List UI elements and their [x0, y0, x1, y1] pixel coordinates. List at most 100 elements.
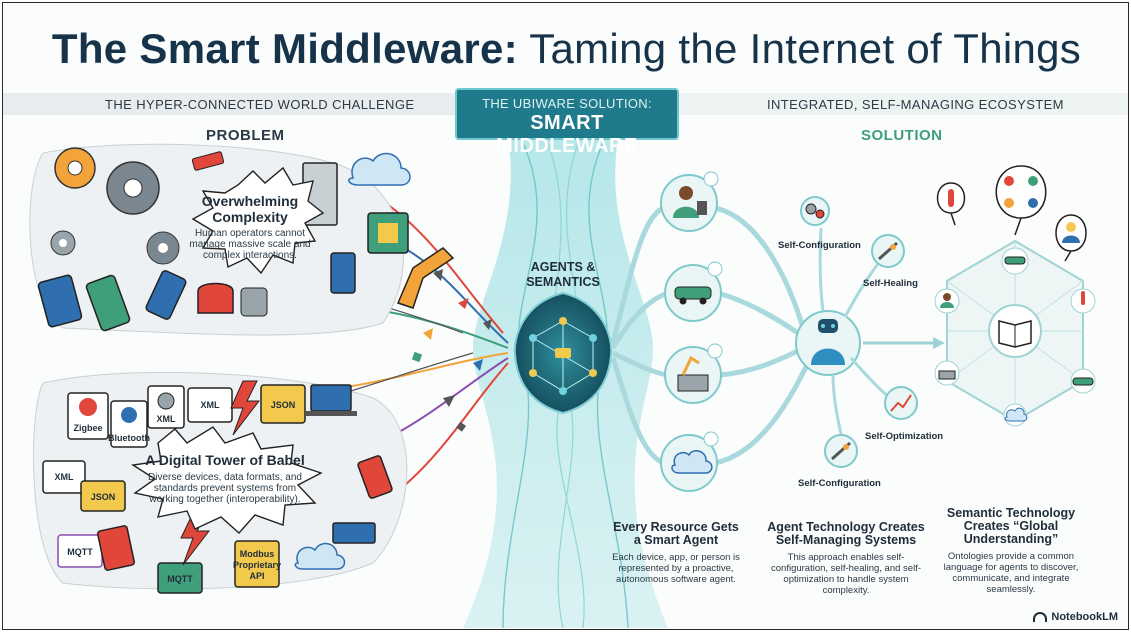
agent-connections [610, 205, 933, 466]
tag-modbus-3: API [249, 571, 264, 581]
label-self-healing: Self-Healing [863, 278, 918, 289]
brand-name: NotebookLM [1051, 611, 1118, 623]
band-label-challenge: THE HYPER-CONNECTED WORLD CHALLENGE [105, 97, 415, 112]
title-bold: The Smart Middleware: [51, 25, 518, 72]
band-left [3, 93, 455, 115]
tag-json-2: JSON [91, 492, 116, 502]
tag-xml-3: XML [55, 472, 75, 482]
column-heading: Every Resource Gets a Smart Agent [613, 520, 739, 547]
json-doc-icon [80, 480, 126, 512]
page-title: The Smart Middleware: Taming the Interne… [3, 25, 1128, 73]
xml-doc-icon [42, 460, 86, 494]
robot-arm-icon [396, 247, 455, 309]
column-body: Ontologies provide a common language for… [943, 551, 1079, 595]
notebooklm-brand: NotebookLM [1033, 611, 1118, 623]
speech-bubbles [936, 165, 1087, 262]
tag-mqtt-1: MQTT [67, 547, 93, 557]
chart-up-icon [884, 386, 918, 420]
complexity-title-2: Complexity [212, 209, 288, 225]
database-icon [240, 287, 268, 317]
semantic-network [934, 239, 1096, 427]
bluetooth-doc-icon [110, 400, 148, 448]
babel-text-2: standards prevent systems from [154, 483, 296, 494]
tag-bluetooth: Bluetooth [108, 433, 150, 443]
complexity-text-3: complex interactions. [203, 250, 297, 261]
label-self-config-bottom: Self-Configuration [798, 478, 881, 489]
problem-heading: PROBLEM [206, 127, 285, 144]
zigbee-doc-icon [67, 392, 109, 440]
ubiware-main: SMART MIDDLEWARE [496, 112, 638, 157]
gear-icon [106, 161, 160, 215]
phone-icon [330, 252, 356, 294]
solution-column-self-managing: Agent Technology Creates Self-Managing S… [765, 520, 927, 597]
agent-node-car [664, 261, 723, 322]
json-doc-icon [260, 384, 306, 424]
complexity-text-1: Human operators cannot [195, 228, 305, 239]
label-self-optimization: Self-Optimization [865, 431, 943, 442]
api-doc-icon [234, 540, 280, 588]
complexity-title-1: Overwhelming [202, 193, 298, 209]
column-heading: Agent Technology Creates Self-Managing S… [767, 520, 925, 547]
notebooklm-logo-icon [1033, 612, 1048, 622]
cloud-icon [348, 152, 411, 186]
agents-label-2: SEMANTICS [526, 275, 600, 289]
router-icon [332, 522, 376, 544]
cable-icon [191, 151, 225, 171]
ubiware-sub: THE UBIWARE SOLUTION: [482, 96, 652, 111]
phone-icon [357, 455, 393, 499]
complexity-text-2: manage massive scale and [189, 239, 310, 250]
solution-column-semantic: Semantic Technology Creates “Global Unde… [941, 506, 1081, 596]
label-self-config-top: Self-Configuration [778, 240, 861, 251]
tag-zigbee: Zigbee [73, 423, 102, 433]
tablet-icon [37, 274, 83, 328]
book-icon [998, 320, 1032, 348]
tag-xml-2: XML [201, 400, 221, 410]
agent-node-factory [664, 343, 723, 404]
gear-icon [54, 147, 96, 189]
lightning-icon [230, 380, 261, 436]
agents-label-1: AGENTS & [531, 260, 596, 274]
tag-xml-1: XML [157, 414, 177, 424]
tag-json-1: JSON [271, 400, 296, 410]
device-icon [96, 525, 136, 571]
tag-modbus-2: Proprietary [233, 560, 281, 570]
babel-cluster: Zigbee Bluetooth XML XML JSON XML JSON M… [32, 371, 408, 594]
agent-node-cloud [660, 431, 719, 492]
laptop-icon [305, 384, 357, 416]
band-label-ecosystem: INTEGRATED, SELF-MANAGING ECOSYSTEM [767, 97, 1064, 112]
gear-icon [50, 230, 76, 256]
babel-text-3: working together (interoperability). [148, 494, 300, 505]
central-agent [795, 310, 861, 376]
gears-icon [800, 196, 830, 226]
babel-title: A Digital Tower of Babel [145, 452, 304, 468]
diagram-art: AGENTS & SEMANTICS [29, 138, 1096, 629]
column-heading: Semantic Technology Creates “Global Unde… [946, 506, 1076, 546]
chain-link-icon [871, 234, 905, 268]
arrow-icon [933, 337, 945, 349]
chain-link-icon [824, 434, 858, 468]
babel-text-1: Diverse devices, data formats, and [148, 472, 302, 483]
title-light: Taming the Internet of Things [529, 25, 1082, 72]
burst-babel: A Digital Tower of Babel Diverse devices… [131, 426, 323, 534]
phone-icon [85, 274, 131, 332]
agent-node-person [660, 171, 719, 232]
alarm-icon [197, 282, 234, 314]
tag-modbus-1: Modbus [240, 549, 275, 559]
solution-heading: SOLUTION [861, 127, 943, 144]
gear-icon [146, 231, 180, 265]
band-right [679, 93, 1128, 115]
burst-complexity: Overwhelming Complexity Human operators … [189, 166, 325, 275]
gear-doc-icon [147, 385, 185, 429]
tag-mqtt-2: MQTT [167, 574, 193, 584]
column-body: This approach enables self-configuration… [771, 552, 921, 596]
agents-hub: AGENTS & SEMANTICS [513, 260, 613, 415]
column-body: Each device, app, or person is represent… [612, 552, 740, 585]
cloud-icon [294, 542, 346, 570]
complexity-cluster: Overwhelming Complexity Human operators … [29, 143, 455, 336]
phone-icon [145, 270, 187, 320]
debris [411, 269, 492, 432]
ubiware-solution-box: THE UBIWARE SOLUTION: SMART MIDDLEWARE [455, 88, 679, 157]
chip-icon [367, 212, 409, 254]
mqtt-doc-icon [157, 562, 203, 594]
